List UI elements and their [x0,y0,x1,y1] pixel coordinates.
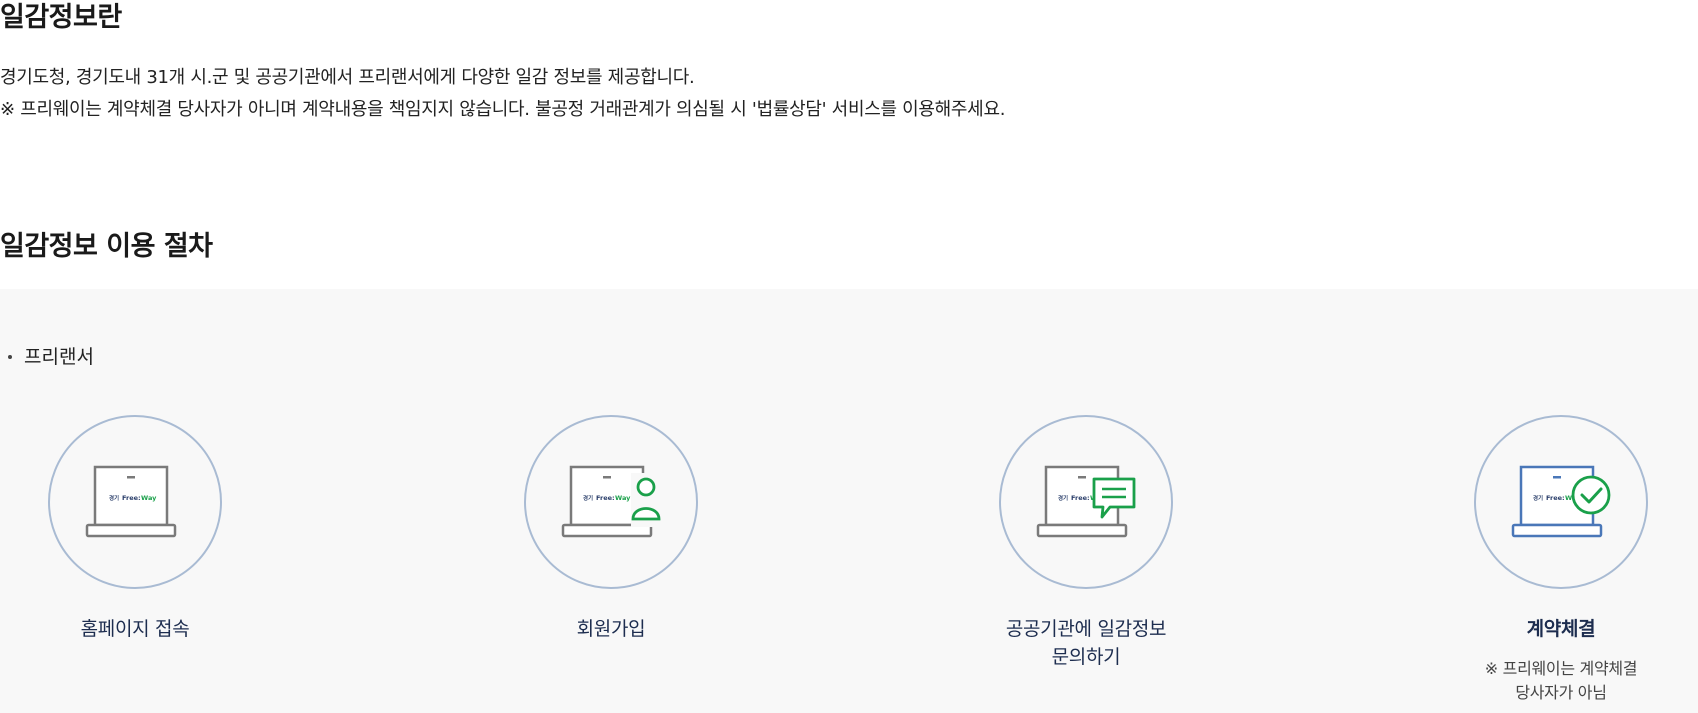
svg-text:Free:: Free: [1546,494,1565,502]
step-note: ※ 프리웨이는 계약체결 당사자가 아님 [1484,659,1638,702]
svg-text:경기: 경기 [1533,494,1543,502]
step-sign-contract: 경기 Free: Way 계약체결 ※ 프리웨이는 계약체결 당사자가 아님 [1471,415,1651,705]
role-label: 프리랜서 [24,346,94,368]
step-sign-up: 경기 Free: Way 회원가입 [521,415,701,643]
svg-text:Way: Way [615,494,631,502]
step-inquire-agency: 경기 Free: Way 공공기관에 일감정보 문의하기 [996,415,1176,671]
svg-text:Free:: Free: [596,494,615,502]
svg-text:Free:: Free: [1071,494,1090,502]
step-circle: 경기 Free: Way [1474,415,1648,589]
process-title: 일감정보 이용 절차 [0,231,213,262]
step-circle: 경기 Free: Way [999,415,1173,589]
laptop-chat-icon: 경기 Free: Way [1036,465,1136,538]
process-panel: 프리랜서 경기 Free: Way 홈페이지 접속 [0,289,1698,713]
laptop-icon: 경기 Free: Way [85,465,177,538]
svg-text:경기: 경기 [1058,494,1068,502]
about-description: 경기도청, 경기도내 31개 시.군 및 공공기관에서 프리랜서에게 다양한 일… [0,62,1005,126]
step-homepage-access: 경기 Free: Way 홈페이지 접속 [45,415,225,643]
step-label: 회원가입 [576,618,646,640]
step-label: 공공기관에 일감정보 문의하기 [1005,618,1167,668]
laptop-person-icon: 경기 Free: Way [561,465,661,538]
step-label: 계약체결 [1526,618,1596,640]
step-circle: 경기 Free: Way [48,415,222,589]
svg-text:경기: 경기 [583,494,593,502]
svg-text:Free:: Free: [122,494,141,502]
about-line-1: 경기도청, 경기도내 31개 시.군 및 공공기관에서 프리랜서에게 다양한 일… [0,67,695,88]
role-heading: 프리랜서 [8,343,94,371]
about-line-2: ※ 프리웨이는 계약체결 당사자가 아니며 계약내용을 책임지지 않습니다. 불… [0,99,1006,120]
laptop-check-icon: 경기 Free: Way [1511,465,1611,538]
step-circle: 경기 Free: Way [524,415,698,589]
about-title: 일감정보란 [0,2,122,33]
step-label: 홈페이지 접속 [80,618,190,640]
svg-text:Way: Way [141,494,157,502]
svg-text:경기: 경기 [109,494,119,502]
bullet-icon [8,355,12,359]
